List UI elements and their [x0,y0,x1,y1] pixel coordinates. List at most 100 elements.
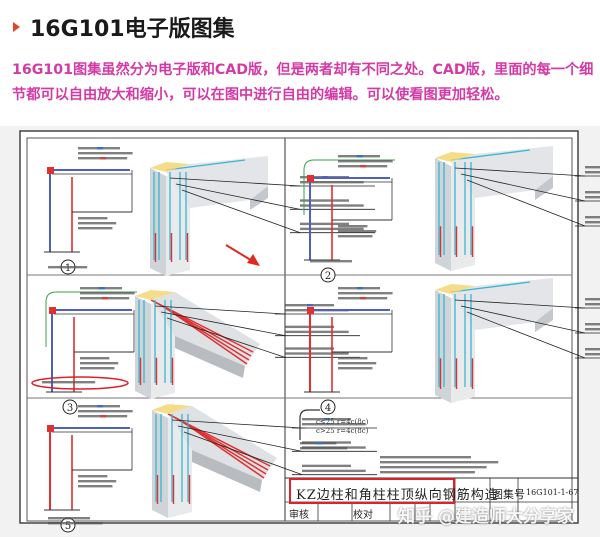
annotation-text-line [78,152,133,155]
column-top-cap [152,404,192,414]
leader-line [454,167,586,177]
leader-line [177,425,303,452]
column-3d-render-3 [135,290,360,399]
annotation-text-line [338,225,368,228]
annotation-text-line [80,362,119,365]
annotation-text-line [380,466,487,469]
column-left-face [135,296,151,399]
annotation-text-line [585,221,600,224]
annotation-text-line [302,469,366,473]
annotation-highlight [360,297,367,300]
annotation-text-line [585,353,600,356]
leader-line [466,311,586,359]
annotation-text-line [585,348,600,351]
corner-hook [307,307,314,314]
annotation-text-line [78,227,113,230]
intro-paragraph: 16G101图集虽然分为电子版和CAD版，但是两者却有不同之处。CAD版，里面的… [12,62,594,103]
column-left-face [435,290,451,403]
section-detail-4: 4 [304,307,393,415]
detail-annotation [80,357,119,370]
beam-end-face [535,176,553,200]
bend-radius-formula-2: c>25 r=4c(8c) [316,427,369,435]
column-top-cap [135,290,175,300]
beam-rebar [450,149,531,161]
annotation-text-line [338,357,368,360]
leader-line [160,311,286,337]
leader-line [460,173,586,202]
detail-annotation [78,217,117,230]
annotation-text-line [78,410,133,413]
beam-body [451,278,553,330]
column-3d-render-5 [152,404,377,518]
drawing-title: KZ边柱和角柱柱顶纵向钢筋构造 [296,488,499,503]
detail-number: 4 [325,403,331,414]
annotation-text-line [338,362,377,365]
detail-number: 2 [325,271,331,282]
bend-radius-caption [300,442,348,450]
leader-line [183,431,303,476]
annotation-highlight [96,147,103,150]
annotation-highlight [98,287,105,290]
annotation-text-line [585,298,600,301]
beam-rebar [450,281,531,293]
column-3d-render-4 [435,278,600,403]
annotation-text-line [585,328,600,331]
annotation-text-line [585,323,600,326]
beam-underside [175,336,245,378]
beam-rebar [165,159,246,171]
annotation-text-line [42,381,96,384]
annotation-text-line [80,292,135,295]
annotation-text-line [585,166,600,169]
detail-annotation [338,357,377,370]
annotation-highlight [356,155,363,158]
annotation-text-line [300,447,348,450]
red-pointer-arrow-shaft [225,244,255,263]
section-heading: 16G101电子版图集 [10,12,235,42]
annotation-text-line [48,266,88,269]
annotation-text-line [585,303,600,306]
leader-line [466,179,586,227]
detail-number: 1 [65,263,71,274]
bend-radius-formula-1: c≤25 r=4c(8c) [316,418,369,426]
triangle-right-icon [13,22,20,32]
column-3d-render-1 [150,156,375,276]
beam-end-face [250,186,268,210]
bend-radius-sketch [299,409,320,440]
annotation-text-line [78,475,108,478]
sheet-inner-border [26,137,573,522]
annotation-text-line [585,196,600,199]
column-left-face [150,168,166,276]
annotation-highlight [360,165,367,168]
annotation-text-line [78,485,113,488]
leader-line [175,183,301,210]
beam-underside [192,450,262,492]
beam-body [166,156,268,208]
leader-line [171,419,303,429]
beam-rebar [162,305,248,365]
leader-annotation [585,348,600,356]
annotation-text-line [338,160,393,163]
detail-caption [310,260,352,263]
section-title: 16G101电子版图集 [30,17,235,42]
leader-annotation [585,166,600,174]
detail-top-annotation [338,155,393,168]
column-top-cap [435,152,475,162]
beam-body [168,406,277,480]
annotation-text-line [338,230,377,233]
leader-line [460,305,586,334]
detail-number: 3 [67,403,73,414]
detail-number-circle [320,399,336,415]
beam-body [151,292,260,366]
leader-annotation [302,464,366,473]
detail-annotation [338,225,377,238]
section-detail-1: 1 [44,167,133,275]
review-label: 审核 [289,510,309,521]
atlas-number-label: 图集号 [492,488,525,501]
leader-line [454,299,586,309]
detail-caption [48,266,88,269]
detail-top-annotation [78,405,133,418]
leader-line [169,177,301,187]
annotation-highlight [100,415,107,418]
annotation-highlight [100,157,107,160]
